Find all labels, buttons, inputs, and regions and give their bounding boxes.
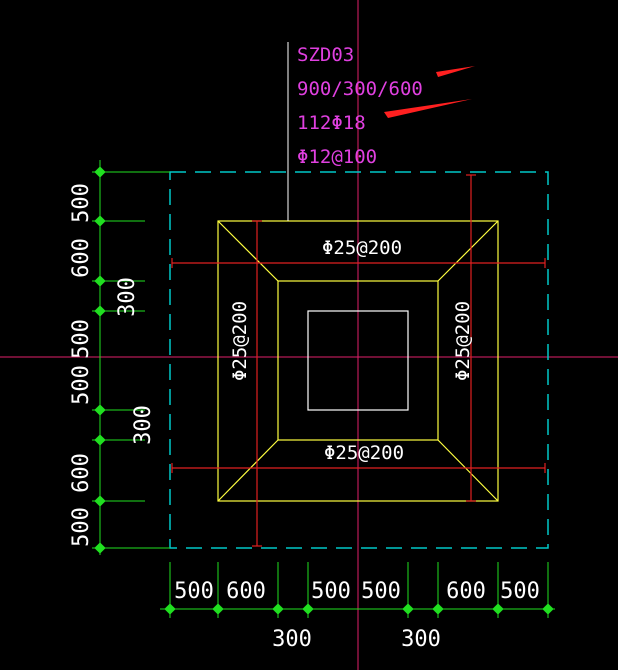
bottom-dim-tick [272,603,284,615]
left-dim-label: 500 [69,183,94,223]
left-dim-label: 500 [69,319,94,359]
rebar-label-left: Φ25@200 [229,301,251,381]
bottom-dim-tick [492,603,504,615]
bottom-dim-tick [212,603,224,615]
bottom-dim-label: 600 [446,579,486,604]
footing-corner-bl [217,439,279,502]
dashed-footing-outline [169,171,549,549]
bottom-dim-label: 600 [226,579,266,604]
footing-corner-tr [437,220,499,282]
bottom-dim-ticks [164,603,554,615]
annotation-line-2: 900/300/600 [297,78,423,100]
bottom-dimension-chain: 500 600 500 500 600 500 300 300 [160,562,555,652]
left-dim-label: 600 [69,238,94,278]
bottom-dim-tick [542,603,554,615]
left-dimension-chain: 500 600 300 500 500 300 600 500 [69,160,170,555]
footing-pedestal [277,280,439,441]
bottom-dim-label: 500 [311,579,351,604]
bottom-dim-label-secondary: 300 [272,627,312,652]
rebar-label-right: Φ25@200 [452,301,474,381]
bottom-dim-label: 500 [500,579,540,604]
annotation-line-3: 112Φ18 [297,112,366,134]
annotation-line-1: SZD03 [297,44,354,66]
bottom-dim-tick [164,603,176,615]
annotation-line-4: Φ12@100 [297,146,377,168]
footing-corner-br [437,439,499,502]
bottom-dim-label: 500 [361,579,401,604]
annotation-block: SZD03 900/300/600 112Φ18 Φ12@100 [297,44,423,168]
rebar-label-bottom: Φ25@200 [324,442,404,464]
arrow-icon-2 [384,99,472,118]
left-dim-label-secondary: 300 [115,277,140,317]
footing-outer [217,220,499,502]
left-dim-label: 600 [69,453,94,493]
column-outline [307,310,409,411]
left-dim-label: 500 [69,365,94,405]
left-dim-label-secondary: 300 [131,405,156,445]
bottom-dim-label-secondary: 300 [401,627,441,652]
footing-corner-tl [217,220,279,282]
rebar-label-top: Φ25@200 [322,237,402,259]
arrow-icon [436,66,475,77]
bottom-dim-tick [302,603,314,615]
bottom-dim-tick [402,603,414,615]
bottom-dim-label: 500 [174,579,214,604]
footing-outline [217,220,499,502]
rebar-lines [171,174,546,547]
bottom-dim-tick [432,603,444,615]
left-dim-label: 500 [69,507,94,547]
